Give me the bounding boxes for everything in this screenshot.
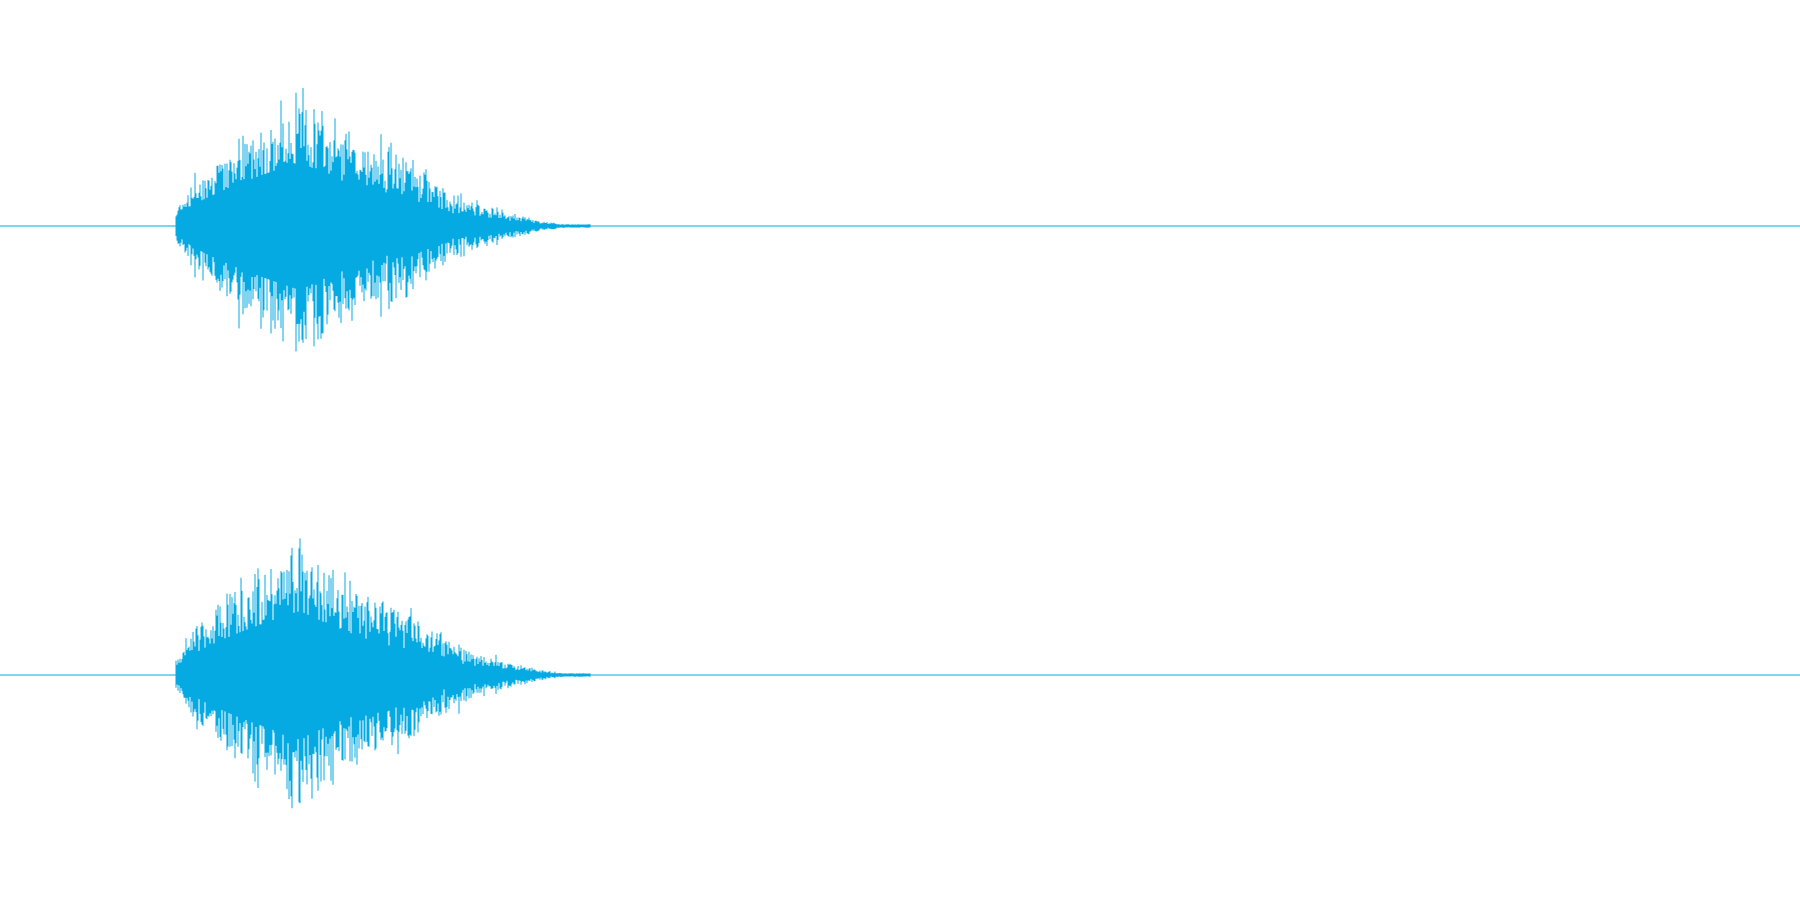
channel-2-envelope-core <box>176 611 588 739</box>
audio-channel-2 <box>0 450 1800 900</box>
channel-1-samples <box>175 88 591 352</box>
audio-channel-1 <box>0 88 1800 352</box>
channel-1-waveform <box>0 88 1800 352</box>
channel-1-envelope-core <box>176 162 588 290</box>
channel-2-waveform <box>0 538 1800 809</box>
channel-2-samples <box>175 538 591 809</box>
